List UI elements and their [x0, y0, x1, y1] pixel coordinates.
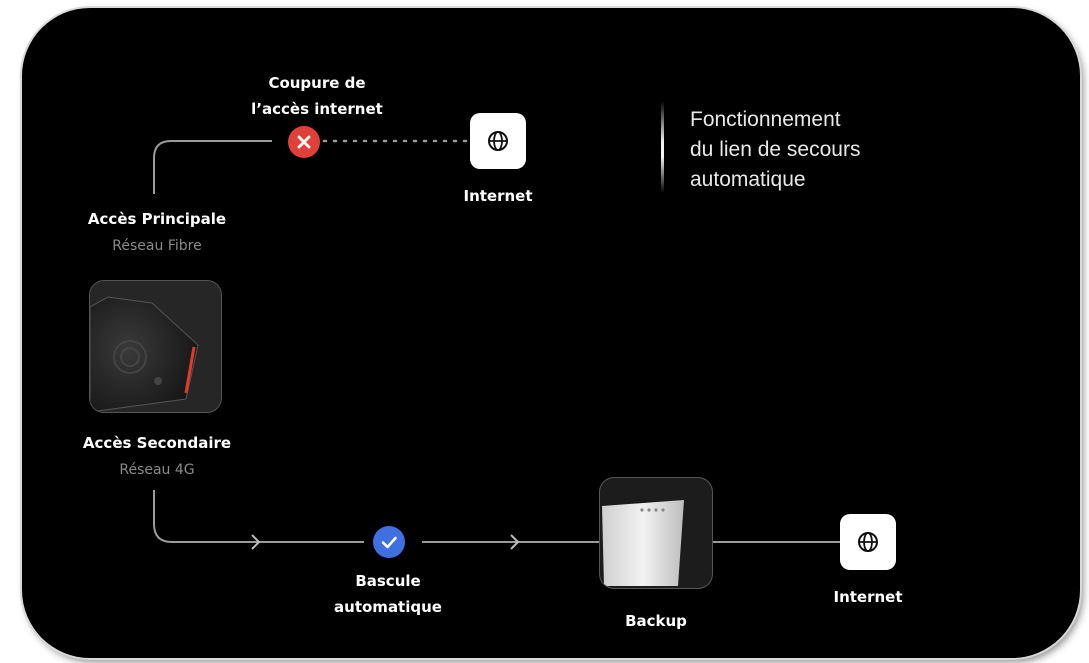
backup-device-image	[600, 478, 712, 588]
primary-access-subtitle: Réseau Fibre	[112, 238, 202, 254]
secondary-access-title: Accès Secondaire	[82, 434, 232, 452]
switch-label: Bascule automatique	[308, 568, 468, 620]
primary-link-line	[153, 140, 272, 194]
x-icon	[288, 126, 320, 158]
secondary-access-subtitle: Réseau 4G	[119, 462, 195, 478]
cut-label-line2: l’accès internet	[251, 100, 383, 118]
backup-label: Backup	[625, 612, 687, 630]
globe-icon	[858, 532, 878, 552]
switch-label-line2: automatique	[334, 598, 442, 616]
switch-label-line1: Bascule	[355, 572, 421, 590]
cut-label: Coupure de l’accès internet	[222, 70, 412, 122]
secondary-link-line	[153, 490, 364, 543]
internet-top-label: Internet	[463, 187, 533, 205]
internet-bottom-box	[840, 514, 896, 570]
cut-label-line1: Coupure de	[268, 74, 366, 92]
check-icon	[373, 526, 405, 558]
connection-lines	[153, 139, 840, 550]
diagram-card: Coupure de l’accès internet Internet Fon…	[22, 8, 1080, 658]
diagram-title: Fonctionnement du lien de secours automa…	[690, 105, 950, 195]
title-line3: automatique	[690, 168, 806, 191]
globe-icon	[488, 131, 508, 151]
title-line1: Fonctionnement	[690, 108, 841, 131]
arrow-chevron-1	[251, 534, 261, 550]
title-divider	[661, 101, 664, 193]
title-line2: du lien de secours	[690, 138, 861, 161]
arrow-chevron-2	[510, 534, 520, 550]
router-image	[90, 281, 221, 412]
internet-top-box	[470, 113, 526, 169]
internet-bottom-label: Internet	[833, 588, 903, 606]
primary-access-title: Accès Principale	[87, 210, 227, 228]
